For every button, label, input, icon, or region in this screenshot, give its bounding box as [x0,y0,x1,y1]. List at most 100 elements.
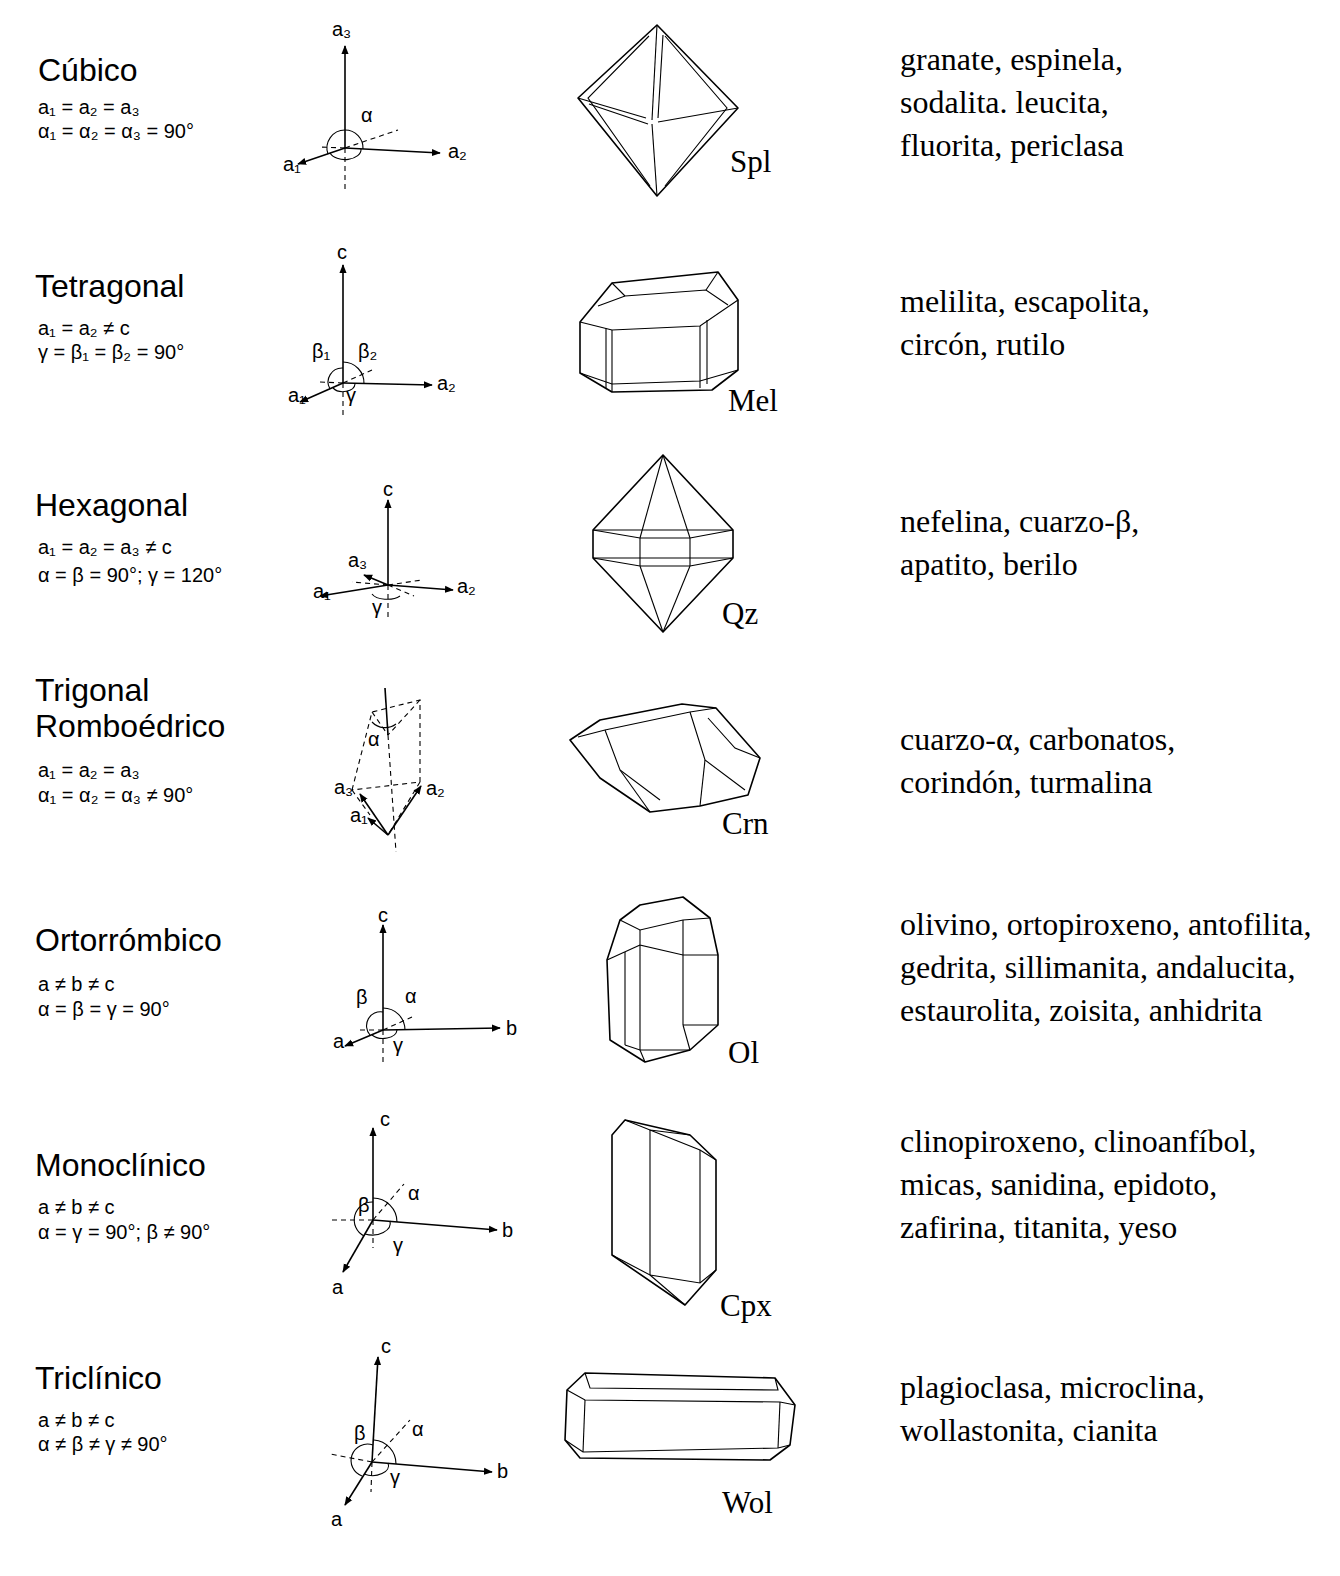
spinel-crystal-stroke [658,108,738,122]
olivine-crystal-stroke [640,930,718,955]
axis-label: b [506,1017,517,1040]
axis-tetragonal-stroke [342,383,343,418]
axis-monoclinic-stroke [372,1128,374,1220]
clinopyroxene-crystal-stroke [612,1255,716,1283]
axis-orthorhombic [345,925,500,1064]
axis-orthorhombic-stroke [367,1012,383,1035]
quartz-crystal-stroke [689,538,690,566]
axis-hexagonal [320,500,453,620]
quartz-crystal-stroke [640,565,690,566]
axis-orthorhombic-stroke [383,1028,500,1030]
axis-tetragonal-stroke [300,383,343,402]
system-name: Tetragonal [35,268,184,304]
lattice-formula: a₁ = a₂ ≠ c [38,316,130,340]
axis-label: a₃ [334,776,353,799]
axis-cubic-stroke [320,147,345,148]
axis-triclinic-stroke [372,1357,378,1462]
melilite-crystal-stroke [580,300,738,330]
lattice-formula: α = β = γ = 90° [38,997,170,1021]
olivine-crystal-stroke [607,897,718,1062]
wollastonite-crystal-stroke [583,1400,585,1452]
quartz-crystal-stroke [640,455,663,538]
spinel-crystal-stroke [578,98,646,118]
axis-orthorhombic-stroke [383,1008,405,1030]
corundum-crystal-stroke [570,704,760,812]
axis-hexagonal-stroke [387,585,388,620]
mineral-list: clinopiroxeno, clinoanfíbol, micas, sani… [900,1120,1328,1249]
axis-label: b [497,1460,508,1483]
clinopyroxene-crystal-stroke [650,1130,716,1160]
axis-monoclinic-stroke [373,1220,497,1230]
axis-label: γ [346,384,356,407]
mineral-list: plagioclasa, microclina, wollastonita, c… [900,1366,1275,1452]
axis-label: a [332,1276,343,1299]
mineral-list: nefelina, cuarzo-β, apatito, berilo [900,500,1190,586]
axis-label: c [337,241,347,264]
axis-hexagonal-stroke [388,585,414,596]
olivine-crystal-stroke [683,1024,718,1025]
mineral-list: olivino, ortopiroxeno, antofilita, gedri… [900,903,1328,1032]
quartz-crystal [593,455,733,632]
axis-monoclinic-stroke [372,1220,373,1248]
quartz-crystal-stroke [593,455,733,632]
melilite-crystal-stroke [580,370,738,384]
quartz-crystal-stroke [640,566,663,632]
axis-label: α [412,1418,424,1441]
axis-monoclinic-stroke [343,1220,373,1272]
axis-monoclinic [332,1128,497,1272]
spinel-crystal-stroke [652,124,657,196]
axis-label: α [368,728,380,751]
axis-monoclinic-stroke [373,1198,397,1222]
axis-label: c [383,478,393,501]
wollastonite-crystal-stroke [565,1440,790,1452]
corundum-crystal [570,704,760,812]
axis-rhombohedral-stroke [388,786,421,835]
spinel-crystal [578,25,738,196]
spinel-crystal-stroke [588,36,650,186]
corundum-crystal-stroke [690,712,745,790]
lattice-formula: α ≠ β ≠ γ ≠ 90° [38,1432,168,1456]
axis-label: a [333,1030,344,1053]
axis-label: α [408,1182,420,1205]
melilite-crystal-stroke [706,320,707,384]
axis-cubic-stroke [298,148,345,164]
axis-label: a₃ [348,549,367,572]
axis-hexagonal-stroke [364,575,388,585]
mineral-abbreviation: Spl [730,144,771,180]
axis-label: a₁ [350,804,368,827]
quartz-crystal-stroke [593,529,733,530]
system-name: Trigonal Romboédrico [35,672,275,744]
quartz-crystal-stroke [593,530,640,538]
axis-orthorhombic-stroke [382,925,384,1030]
clinopyroxene-crystal-stroke [612,1120,716,1305]
wollastonite-crystal [565,1373,795,1460]
mineral-abbreviation: Qz [722,596,758,632]
corundum-crystal-stroke [605,730,660,800]
corundum-crystal-stroke [708,718,760,758]
axis-label: a₂ [448,140,467,163]
quartz-crystal-stroke [593,558,640,566]
lattice-formula: a₁ = a₂ = a₃ [38,95,140,119]
axis-cubic-stroke [345,130,363,149]
clinopyroxene-crystal [612,1120,716,1305]
quartz-crystal-stroke [690,558,733,566]
axis-label: a₂ [457,575,476,598]
axis-label: β [354,1422,366,1445]
wollastonite-crystal-stroke [778,1402,780,1448]
axis-label: a₂ [426,777,445,800]
axis-label: a₁ [288,384,306,407]
lattice-formula: a₁ = a₂ = a₃ ≠ c [38,535,172,559]
melilite-crystal [580,272,738,392]
axis-triclinic-stroke [364,1463,389,1476]
lattice-formula: a ≠ b ≠ c [38,1408,114,1432]
olivine-crystal-stroke [607,945,640,960]
olivine-crystal-stroke [682,920,683,955]
lattice-formula: γ = β₁ = β₂ = 90° [38,340,184,364]
quartz-crystal-stroke [639,538,640,566]
axis-monoclinic-stroke [373,1184,404,1220]
lattice-formula: a ≠ b ≠ c [38,1195,114,1219]
olivine-crystal-stroke [682,955,683,1025]
axis-orthorhombic-stroke [383,1017,412,1030]
mineral-list: granate, espinela, sodalita. leucita, fl… [900,38,1190,167]
quartz-crystal-stroke [640,537,690,538]
